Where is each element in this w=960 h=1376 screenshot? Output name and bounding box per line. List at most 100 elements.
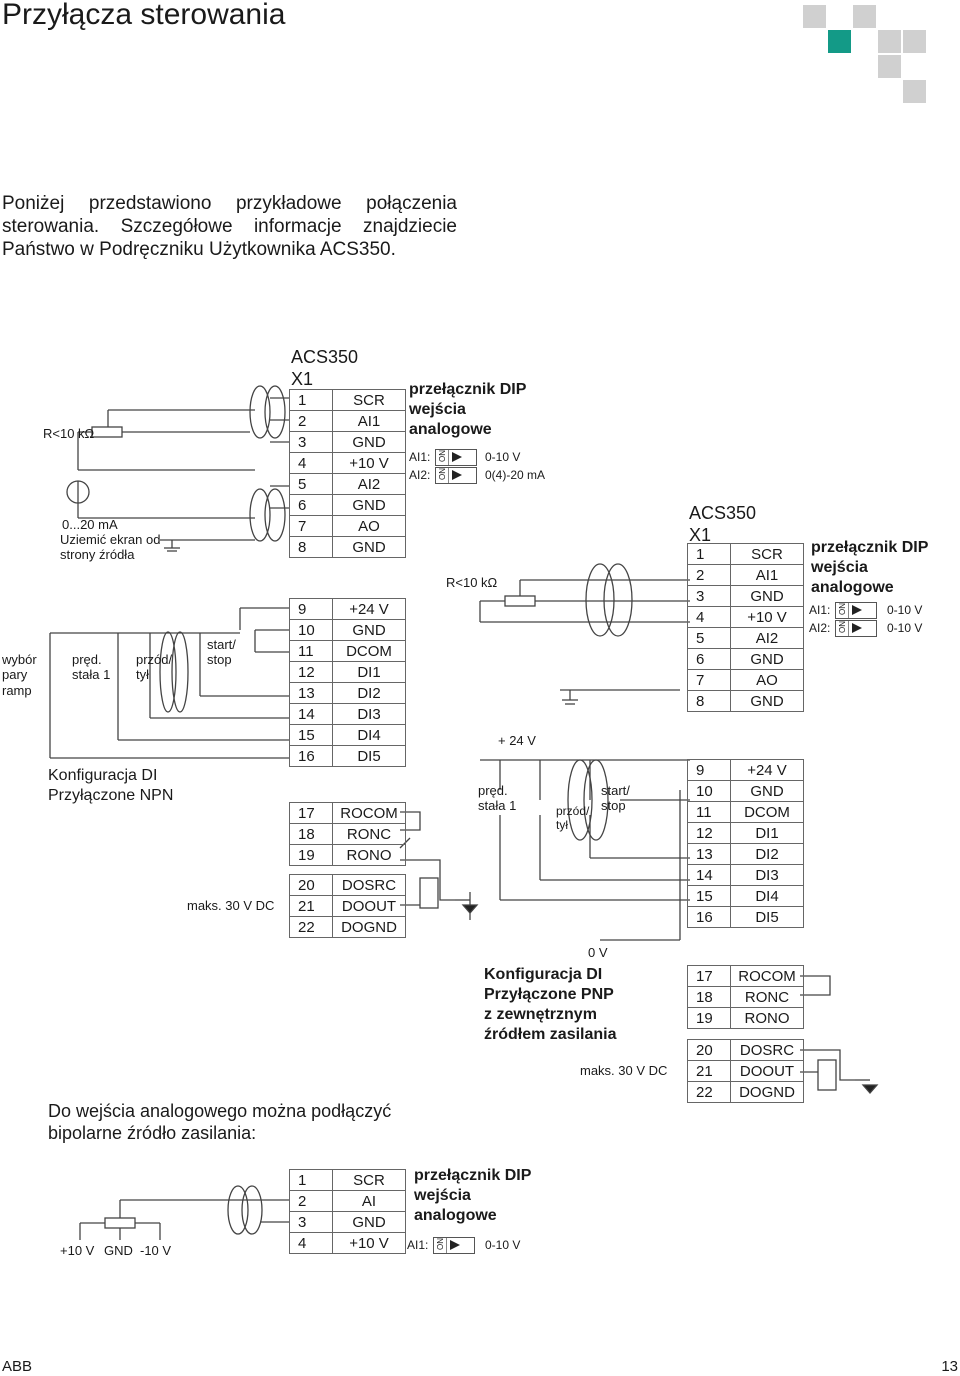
dip-switch-toggle: ON xyxy=(435,449,477,466)
terminal-signal: AI2 xyxy=(730,627,804,649)
dip-switch-toggle: ON xyxy=(435,467,477,484)
ramp-label-1: wybór xyxy=(2,652,37,667)
terminal-signal: DI1 xyxy=(332,661,406,683)
terminal-number: 8 xyxy=(687,690,731,712)
terminal-signal: GND xyxy=(332,1211,406,1233)
dip-row-label: AI2: xyxy=(409,468,431,482)
terminal-signal: DOGND xyxy=(332,916,406,938)
npn-dir-label-1: przód/ xyxy=(136,652,173,667)
npn-start-label-1: start/ xyxy=(207,637,236,652)
npn-speed-label-1: pręd. xyxy=(72,652,102,667)
terminal-signal: ROCOM xyxy=(730,965,804,987)
dip-switch-toggle: ON xyxy=(835,620,877,637)
bipolar-text-2: bipolarne źródło zasilania: xyxy=(48,1123,257,1143)
terminal-signal: SCR xyxy=(332,389,406,411)
dip-row: AI2: ON 0(4)-20 mA xyxy=(409,467,569,485)
terminal-signal: AI1 xyxy=(332,410,406,432)
terminal-number: 15 xyxy=(687,885,731,907)
terminal-signal: DI4 xyxy=(332,724,406,746)
terminal-row: 4+10 V xyxy=(289,452,406,474)
pnp-dip-title-2: wejścia xyxy=(811,559,868,576)
bipolar-source-2: GND xyxy=(104,1243,133,1258)
dip-row-value: 0(4)-20 mA xyxy=(485,468,546,482)
terminal-number: 6 xyxy=(289,494,333,516)
pnp-dip-title-1: przełącznik DIP xyxy=(811,539,929,556)
bipolar-dip-title-3: analogowe xyxy=(414,1207,497,1224)
terminal-number: 20 xyxy=(687,1039,731,1061)
terminal-number: 15 xyxy=(289,724,333,746)
npn-start-label-2: stop xyxy=(207,652,232,667)
bipolar-source-1: +10 V xyxy=(60,1243,95,1258)
terminal-number: 2 xyxy=(289,1190,333,1212)
terminal-signal: +10 V xyxy=(730,606,804,628)
terminal-number: 16 xyxy=(687,906,731,928)
dip-on-label: ON xyxy=(838,603,847,615)
terminal-number: 13 xyxy=(687,843,731,865)
terminal-number: 1 xyxy=(289,389,333,411)
terminal-number: 14 xyxy=(289,703,333,725)
pnp-start-label-2: stop xyxy=(601,798,626,813)
terminal-signal: SCR xyxy=(332,1169,406,1191)
arrow-right-icon xyxy=(452,452,462,462)
terminal-signal: GND xyxy=(332,536,406,558)
terminal-number: 14 xyxy=(687,864,731,886)
terminal-signal: DI3 xyxy=(730,864,804,886)
terminal-number: 6 xyxy=(687,648,731,670)
terminal-number: 20 xyxy=(289,874,333,896)
npn-max-label: maks. 30 V DC xyxy=(187,898,275,913)
npn-dir-label-2: tył xyxy=(136,667,149,682)
dip-on-label: ON xyxy=(438,450,447,462)
terminal-signal: DOOUT xyxy=(332,895,406,917)
terminal-number: 7 xyxy=(687,669,731,691)
terminal-number: 8 xyxy=(289,536,333,558)
npn-device-name: ACS350 xyxy=(291,347,359,367)
pnp-max-label: maks. 30 V DC xyxy=(580,1063,668,1078)
bipolar-source-3: -10 V xyxy=(140,1243,172,1258)
terminal-number: 17 xyxy=(289,802,333,824)
pnp-dir-label-1: przód/ xyxy=(556,804,590,818)
bipolar-text-1: Do wejścia analogowego można podłączyć xyxy=(48,1101,392,1121)
dip-row-label: AI1: xyxy=(407,1238,429,1252)
terminal-number: 17 xyxy=(687,965,731,987)
pnp-dir-label-2: tył xyxy=(556,818,568,832)
footer-brand: ABB xyxy=(2,1358,33,1375)
pnp-zero-v-label: 0 V xyxy=(588,945,608,960)
pnp-connector-name: X1 xyxy=(689,525,712,545)
terminal-signal: RONO xyxy=(332,844,406,866)
dip-row-label: AI2: xyxy=(809,621,831,635)
terminal-signal: RONC xyxy=(332,823,406,845)
terminal-number: 12 xyxy=(687,822,731,844)
terminal-signal: AO xyxy=(730,669,804,691)
terminal-number: 18 xyxy=(687,986,731,1008)
dip-on-label: ON xyxy=(436,1238,445,1250)
terminal-signal: AI1 xyxy=(730,564,804,586)
terminal-signal: +24 V xyxy=(730,759,804,781)
terminal-number: 12 xyxy=(289,661,333,683)
terminal-number: 16 xyxy=(289,745,333,767)
terminal-signal: DI5 xyxy=(332,745,406,767)
terminal-number: 10 xyxy=(289,619,333,641)
